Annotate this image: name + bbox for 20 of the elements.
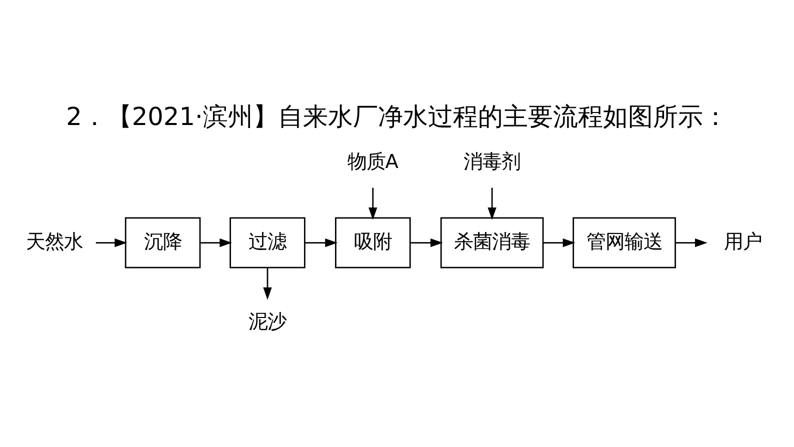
arrow xyxy=(488,188,496,220)
arrow xyxy=(410,238,443,248)
node-box: 杀菌消毒 xyxy=(440,217,544,268)
node-text: 天然水 xyxy=(26,230,84,253)
node-box: 过滤 xyxy=(230,217,306,268)
arrow xyxy=(96,238,128,248)
arrow xyxy=(304,238,338,248)
node-box: 沉降 xyxy=(124,217,201,268)
node-box: 吸附 xyxy=(335,217,411,268)
arrow xyxy=(263,268,272,300)
node-text: 用户 xyxy=(724,230,762,253)
node-text: 物质A xyxy=(347,150,398,173)
diagram-title: 2．【2021·滨州】自来水厂净水过程的主要流程如图所示： xyxy=(66,102,728,131)
arrow xyxy=(368,188,378,220)
arrow xyxy=(543,238,576,248)
node-box: 管网输送 xyxy=(572,217,676,268)
arrow xyxy=(675,238,708,248)
node-text: 消毒剂 xyxy=(464,150,521,173)
arrow xyxy=(200,238,232,248)
node-text: 泥沙 xyxy=(248,310,286,333)
